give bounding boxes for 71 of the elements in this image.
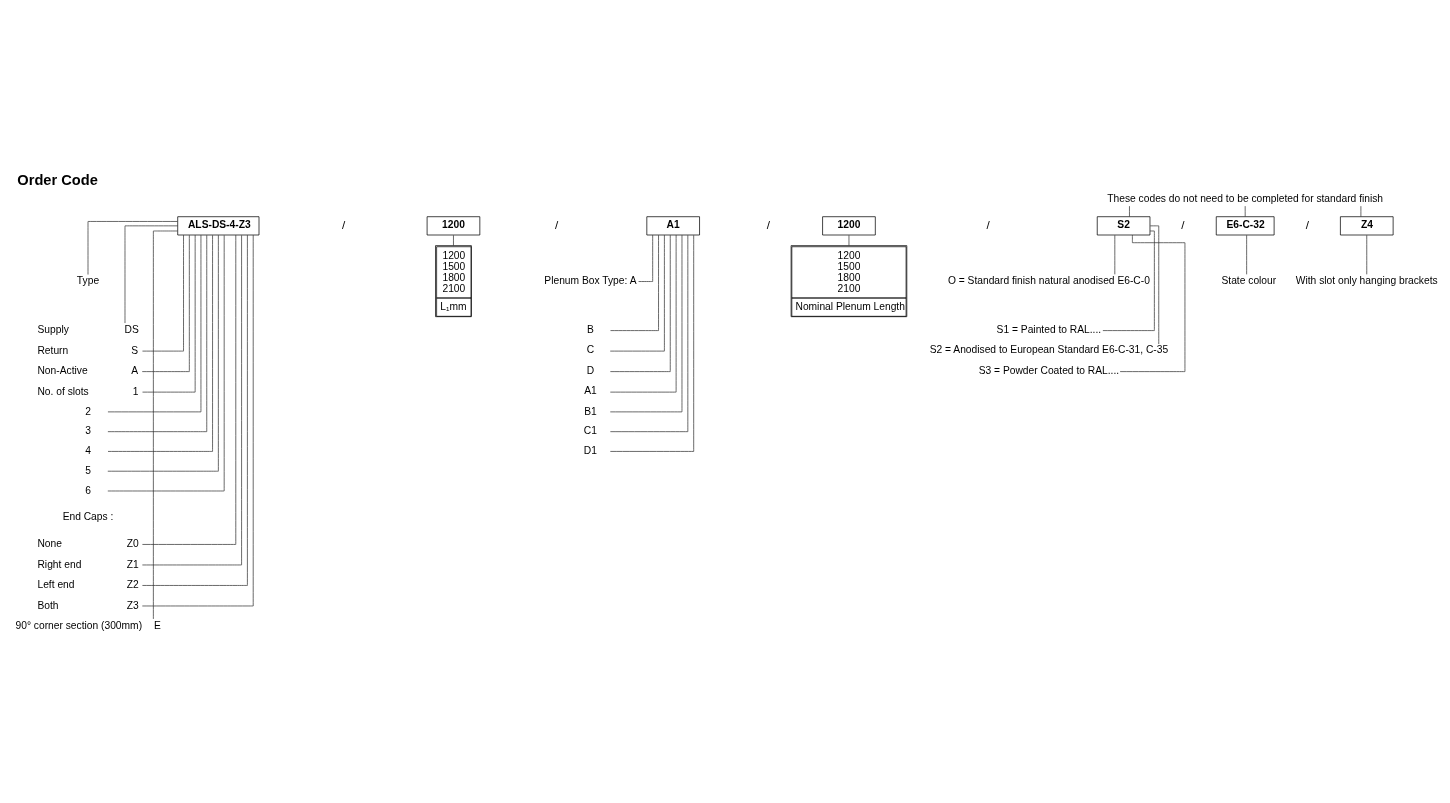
connector (1244, 205, 1246, 217)
node-text: 3 (85, 424, 91, 436)
label: / (341, 217, 346, 231)
connector (610, 234, 671, 372)
node-text: With slot only hanging brackets (1295, 274, 1438, 286)
node-box: 1200 (426, 215, 481, 235)
node-box: 1200 (822, 215, 876, 235)
node-text: D1 (583, 444, 597, 456)
node-text: Return S (37, 344, 139, 356)
connector (638, 234, 654, 282)
connector (1246, 234, 1247, 275)
node-text: 90° corner section (300mm) E (15, 619, 161, 631)
connector (609, 234, 665, 351)
connector (153, 230, 178, 619)
connector (609, 234, 677, 392)
connector (87, 220, 178, 275)
node-text: Left end Z2 (37, 578, 139, 590)
node-text: C1 (583, 424, 597, 436)
node-text: Plenum Box Type: A (544, 274, 637, 286)
node-text: 4 (85, 444, 91, 456)
connector (610, 234, 659, 331)
connector (142, 234, 196, 392)
node-text: Type (76, 274, 100, 286)
label: End Caps : (62, 510, 114, 522)
connector (141, 234, 190, 372)
node-box: ALS-DS-4-Z3 (177, 215, 260, 235)
connector (609, 234, 695, 452)
connector (107, 234, 202, 412)
node-text: B (587, 323, 594, 335)
connector (1114, 234, 1116, 275)
node-text: 5 (85, 464, 91, 476)
node-text: These codes do not need to be completed for standard finish (1107, 192, 1384, 204)
node-text: State colour (1221, 274, 1277, 286)
node-text: None Z0 (37, 537, 139, 549)
diagram-title: Order Code (17, 171, 98, 188)
node-text: Non-Active A (37, 364, 139, 376)
label: / (1181, 217, 1185, 231)
connector (1149, 225, 1160, 344)
node-text: C (586, 343, 595, 355)
node-text: B1 (584, 405, 597, 417)
node-text: S1 = Painted to RAL.... (996, 323, 1102, 335)
connector (848, 234, 850, 246)
label: / (555, 217, 559, 231)
connector (1119, 234, 1186, 372)
connector (1360, 205, 1362, 217)
label: / (766, 217, 771, 231)
node-text: Supply DS (37, 323, 139, 335)
connector (453, 234, 454, 246)
connector (609, 234, 683, 412)
node-text: Right end Z1 (37, 558, 139, 570)
node-box: E6-C-32 (1215, 215, 1275, 235)
node-text: S3 = Powder Coated to RAL.... (978, 364, 1120, 376)
node-text: Both Z3 (37, 599, 139, 611)
node-text: A1 (584, 384, 597, 396)
node-box: S2 (1096, 215, 1151, 235)
node-text: S2 = Anodised to European Standard E6-C-31, C-35 (929, 343, 1169, 355)
connector (1366, 234, 1368, 275)
node-box: A1 (646, 215, 700, 235)
label: / (986, 217, 990, 231)
label: / (1305, 217, 1310, 231)
connector (142, 234, 184, 351)
node-text: D (586, 364, 595, 376)
connector (124, 225, 179, 323)
node-text: 6 (85, 484, 91, 496)
connector (1129, 205, 1130, 217)
node-text: 2 (85, 405, 91, 417)
node-text: No. of slots 1 (37, 385, 139, 397)
node-box: Z4 (1340, 215, 1394, 235)
connector (1102, 230, 1155, 331)
connector (610, 234, 689, 432)
node-text: O = Standard finish natural anodised E6-C-0 (947, 274, 1150, 286)
